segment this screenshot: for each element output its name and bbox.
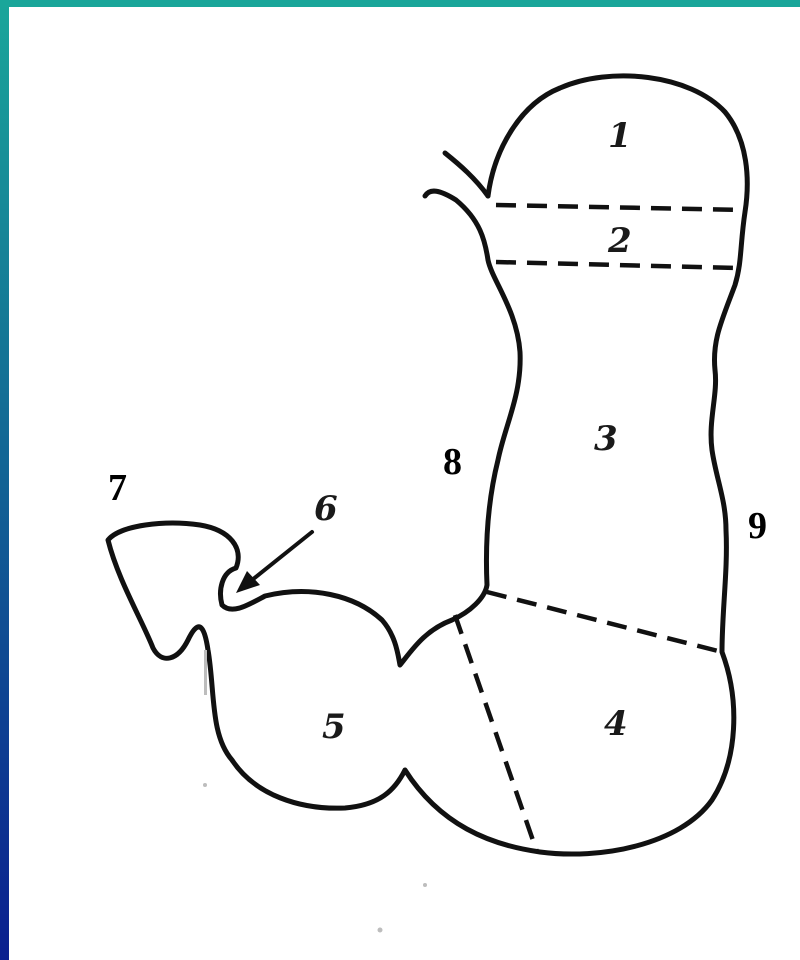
region-label-5: 5 [322,707,346,747]
divider-3-4 [487,592,722,652]
divider-4-5 [455,615,537,852]
region-label-3: 3 [594,419,618,459]
point-label-9: 9 [748,505,767,547]
divider-2-3 [496,262,738,268]
esophagus-edge [445,153,488,196]
region-label-4: 4 [604,704,628,744]
speck [204,650,207,695]
organ-outline [108,76,747,854]
point-label-8: 8 [443,441,462,483]
speck [423,883,427,887]
region-label-1: 1 [608,116,632,156]
arrow-shaft [252,532,312,580]
speck [378,928,383,933]
region-label-6: 6 [314,489,338,529]
point-label-7: 7 [108,467,127,509]
divider-1-2 [496,205,745,210]
speck [203,783,207,787]
region-label-2: 2 [607,221,632,261]
